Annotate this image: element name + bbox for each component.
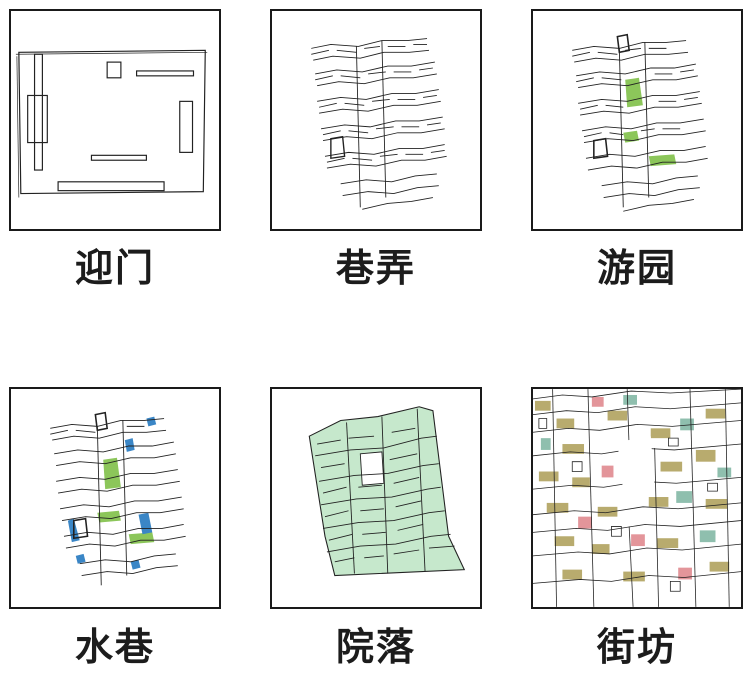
gate-plan-sketch-icon <box>15 49 208 198</box>
alley-plan-sketch-icon <box>311 38 447 210</box>
courtyard-plan-sketch-icon <box>308 406 466 577</box>
garden-plan-sketch-icon <box>572 33 708 212</box>
neighborhood-plan-sketch-icon <box>533 389 741 607</box>
caption-courtyard: 院落 <box>335 625 416 669</box>
panel-neighborhood <box>531 387 743 609</box>
caption-alley: 巷弄 <box>335 246 416 290</box>
panel-water-alley <box>9 387 221 609</box>
caption-neighborhood: 街坊 <box>596 625 677 669</box>
caption-gate: 迎门 <box>74 246 155 290</box>
caption-water-alley: 水巷 <box>74 625 155 669</box>
panel-garden <box>531 9 743 231</box>
panel-alley <box>270 9 482 231</box>
caption-garden: 游园 <box>596 246 677 290</box>
panel-courtyard <box>270 387 482 609</box>
water-alley-plan-sketch-icon <box>50 411 186 586</box>
panel-gate <box>9 9 221 231</box>
